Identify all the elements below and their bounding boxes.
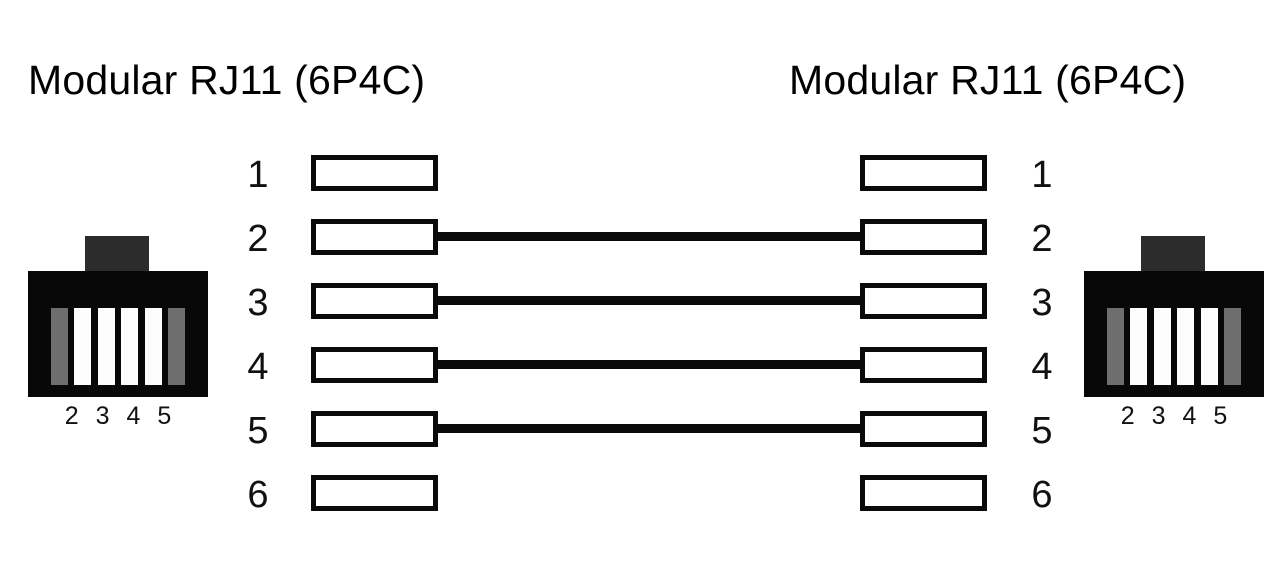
connector-pin-label-right: 2 3 4 5 [1120,402,1233,430]
pin-number-left-3: 3 [247,282,269,324]
connector-slot-1-icon [51,308,68,385]
pin-box-left-2 [311,219,438,255]
connector-slots-left [51,308,185,385]
wire-pin-3 [436,296,862,305]
pin-box-right-1 [860,155,987,191]
connector-latch-tab-icon [1141,236,1205,274]
pin-number-right-5: 5 [1031,410,1053,452]
pin-number-left-5: 5 [247,410,269,452]
pin-number-right-2: 2 [1031,218,1053,260]
pin-box-right-3 [860,283,987,319]
connector-slot-5-icon [144,308,162,385]
connector-slots-right [1107,308,1241,385]
connector-slot-2-icon [1130,308,1148,385]
pin-box-right-5 [860,411,987,447]
connector-slot-6-icon [1223,308,1241,385]
connector-slot-5-icon [1200,308,1218,385]
pin-box-left-4 [311,347,438,383]
left-connector-title: Modular RJ11 (6P4C) [28,57,426,103]
wire-pin-5 [436,424,862,433]
connector-pin-label-left: 2 3 4 5 [64,402,177,430]
pin-number-left-6: 6 [247,474,269,516]
connector-latch-tab-icon [85,236,149,274]
pin-box-left-6 [311,475,438,511]
rj11-connector-right: 2 3 4 5 [1084,236,1264,429]
wire-pin-2 [436,232,862,241]
connector-slot-1-icon [1107,308,1124,385]
pin-number-left-1: 1 [247,154,269,196]
connector-slot-2-icon [74,308,92,385]
pin-box-right-2 [860,219,987,255]
connector-slot-3-icon [97,308,115,385]
pin-box-left-1 [311,155,438,191]
pin-number-right-3: 3 [1031,282,1053,324]
pin-number-left-2: 2 [247,218,269,260]
pin-box-left-5 [311,411,438,447]
pin-number-left-4: 4 [247,346,269,388]
wire-pin-4 [436,360,862,369]
pin-number-right-1: 1 [1031,154,1053,196]
connector-slot-3-icon [1153,308,1171,385]
pin-number-right-4: 4 [1031,346,1053,388]
connector-slot-4-icon [1177,308,1195,385]
right-connector-title: Modular RJ11 (6P4C) [789,57,1187,103]
pin-number-right-6: 6 [1031,474,1053,516]
pin-box-left-3 [311,283,438,319]
connector-slot-4-icon [121,308,139,385]
rj11-connector-left: 2 3 4 5 [28,236,208,429]
pin-box-right-4 [860,347,987,383]
pin-box-right-6 [860,475,987,511]
connector-slot-6-icon [167,308,185,385]
